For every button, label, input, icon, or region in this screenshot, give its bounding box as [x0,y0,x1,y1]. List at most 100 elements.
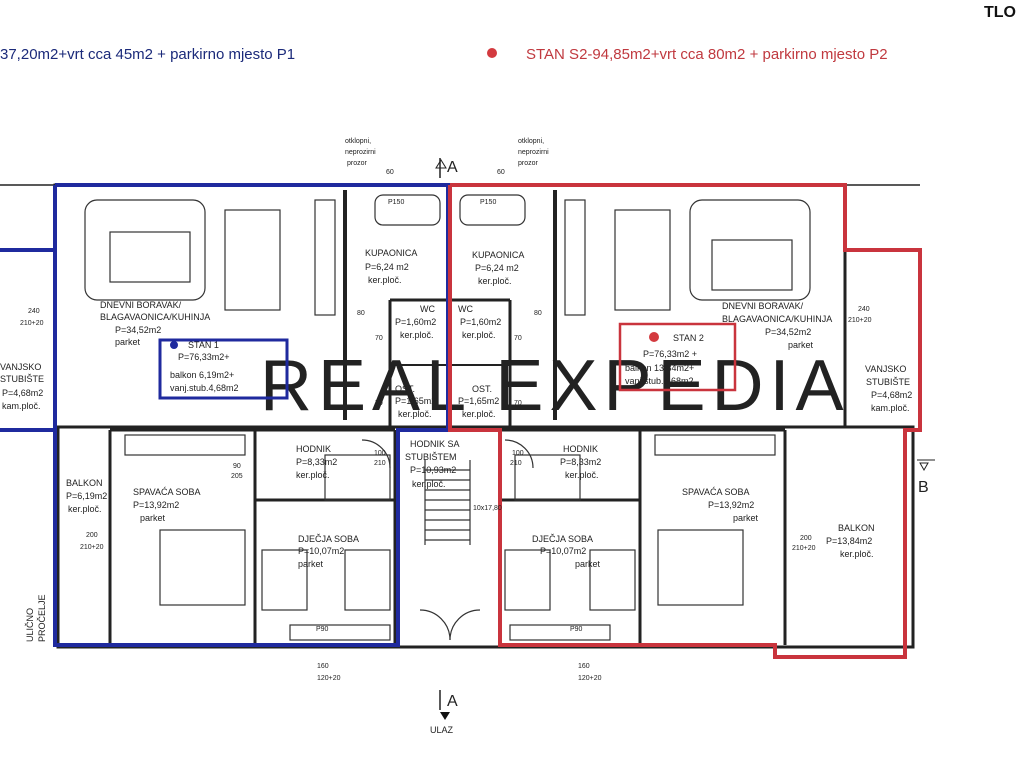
room-hall-r-name: HODNIK [563,444,598,454]
street-facade-line1: ULIČNO [25,608,35,642]
room-kids-floor: parket [298,559,324,569]
dim-205-a: 205 [231,473,243,480]
window-note-right-3: prozor [518,160,539,167]
section-markers: A A ULAZ B [430,158,935,735]
right-room-labels: DNEVNI BORAVAK/ BLAGAVAONICA/KUHINJA P=3… [458,250,912,569]
wardrobe-left [289,624,391,641]
room-bath-r-area: P=6,24 m2 [475,263,519,273]
dim-balcony-right: 210+20 [792,545,816,552]
section-b: B [918,479,929,496]
kids-bed-left-a [261,549,308,611]
street-facade-line2: PROČELJE [37,594,47,642]
closet-left [124,434,246,456]
hall-closet-left [324,454,391,501]
header-unit1-summary: 37,20m2+vrt cca 45m2 + parkirno mjesto P… [0,46,296,63]
section-a-bottom: A [447,693,458,710]
unit1-legend: STAN 1 P=76,33m2+ balkon 6,19m2+ vanj.st… [170,340,239,393]
room-stairs-name: VANJSKO [0,362,41,372]
dim-stair-treads: 10x17,80 [473,505,502,512]
sofa-left [84,199,206,301]
room-storage-name: OST. [395,384,415,394]
room-bedroom-floor: parket [140,513,166,523]
unit1-marker [170,341,178,349]
room-balcony-r-area: P=13,84m2 [826,536,872,546]
entrance-label: ULAZ [430,725,454,735]
room-wc-area: P=1,60m2 [395,317,436,327]
dim-70-left: 70 [375,335,383,342]
dining-table-left [224,209,281,311]
room-stairhall-floor: ker.ploč. [412,479,446,489]
unit2-area: P=76,33m2 + [643,349,697,359]
room-bedroom-r-name: SPAVAĆA SOBA [682,487,750,497]
room-kids-r-floor: parket [575,559,601,569]
rug-left [109,231,191,283]
room-bath-r-floor: ker.ploč. [478,276,512,286]
room-kids-area: P=10,07m2 [298,546,344,556]
hall-closet-right [514,454,581,501]
room-bath-floor: ker.ploč. [368,275,402,285]
dim-100-right: 100 [512,450,524,457]
room-storage-r-floor: ker.ploč. [462,409,496,419]
unit1-name: STAN 1 [188,340,219,350]
dimension-labels: 240 210+20 240 210+20 200 210+20 200 210… [20,169,872,682]
room-balcony-area: P=6,19m2 [66,491,107,501]
sheet-title-fragment: TLO [984,4,1016,21]
room-hall-r-area: P=8,33m2 [560,457,601,467]
wardrobe-right [509,624,611,641]
room-stairs-name2: STUBIŠTE [0,374,44,384]
dim-80-right: 80 [534,310,542,317]
dim-160-right: 160 [578,663,590,670]
room-living-r-floor: parket [788,340,814,350]
entrance-door-arc [419,609,451,641]
window-note-right-1: otklopni, [518,138,544,145]
unit1-legend-box [158,338,289,400]
room-storage-floor: ker.ploč. [398,409,432,419]
rug-right [711,239,793,291]
dim-60-right: 60 [497,169,505,176]
unit1-balcony: balkon 6,19m2+ [170,370,234,380]
dim-60-left: 60 [386,169,394,176]
room-hall-name: HODNIK [296,444,331,454]
dim-160-left: 160 [317,663,329,670]
street-facade-label: ULIČNO PROČELJE [25,594,47,642]
closet-right [654,434,776,456]
door-arc [361,439,391,469]
dim-80-left: 80 [357,310,365,317]
kitchen-counter-right [564,199,586,316]
room-wc-r-area: P=1,60m2 [460,317,501,327]
bed-left [159,529,246,606]
entrance-arrow [440,712,450,720]
kitchen-counter-left [314,199,336,316]
unit2-legend-box [618,322,737,392]
unit2-name: STAN 2 [673,333,704,343]
sofa-right [689,199,811,301]
dim-70-left-b: 70 [375,400,383,407]
room-wc-floor: ker.ploč. [400,330,434,340]
left-room-labels: DNEVNI BORAVAK/ BLAGAVAONICA/KUHINJA P=3… [0,248,436,569]
watermark: REAL EXPEDIA [260,346,850,426]
room-bedroom-r-floor: parket [733,513,759,523]
room-balcony-floor: ker.ploč. [68,504,102,514]
room-living-r-area: P=34,52m2 [765,327,811,337]
unit1-area: P=76,33m2+ [178,352,230,362]
bed-right [657,529,744,606]
p90-label-left: P90 [316,626,329,633]
room-hall-floor: ker.ploč. [296,470,330,480]
room-living-name2: BLAGAVAONICA/KUHINJA [100,312,210,322]
unit2-marker [649,332,659,342]
kids-bed-left-b [344,549,391,611]
room-balcony-name: BALKON [66,478,103,488]
room-living-floor: parket [115,337,141,347]
room-stairhall-name2: STUBIŠTEM [405,452,457,462]
bath-label-right: P150 [480,199,496,206]
room-living-area: P=34,52m2 [115,325,161,335]
dim-70-right-b: 70 [514,400,522,407]
room-bath-name: KUPAONICA [365,248,417,258]
window-note-right-2: neprozirni [518,149,549,156]
unit-outlines [0,183,922,659]
unit2-outline [448,183,922,659]
center-room-labels: HODNIK SA STUBIŠTEM P=10,93m2 ker.ploč. [405,439,460,489]
room-stairs-r-name: VANJSKO [865,364,906,374]
room-bedroom-name: SPAVAĆA SOBA [133,487,201,497]
dim-120-left: 120+20 [317,675,341,682]
